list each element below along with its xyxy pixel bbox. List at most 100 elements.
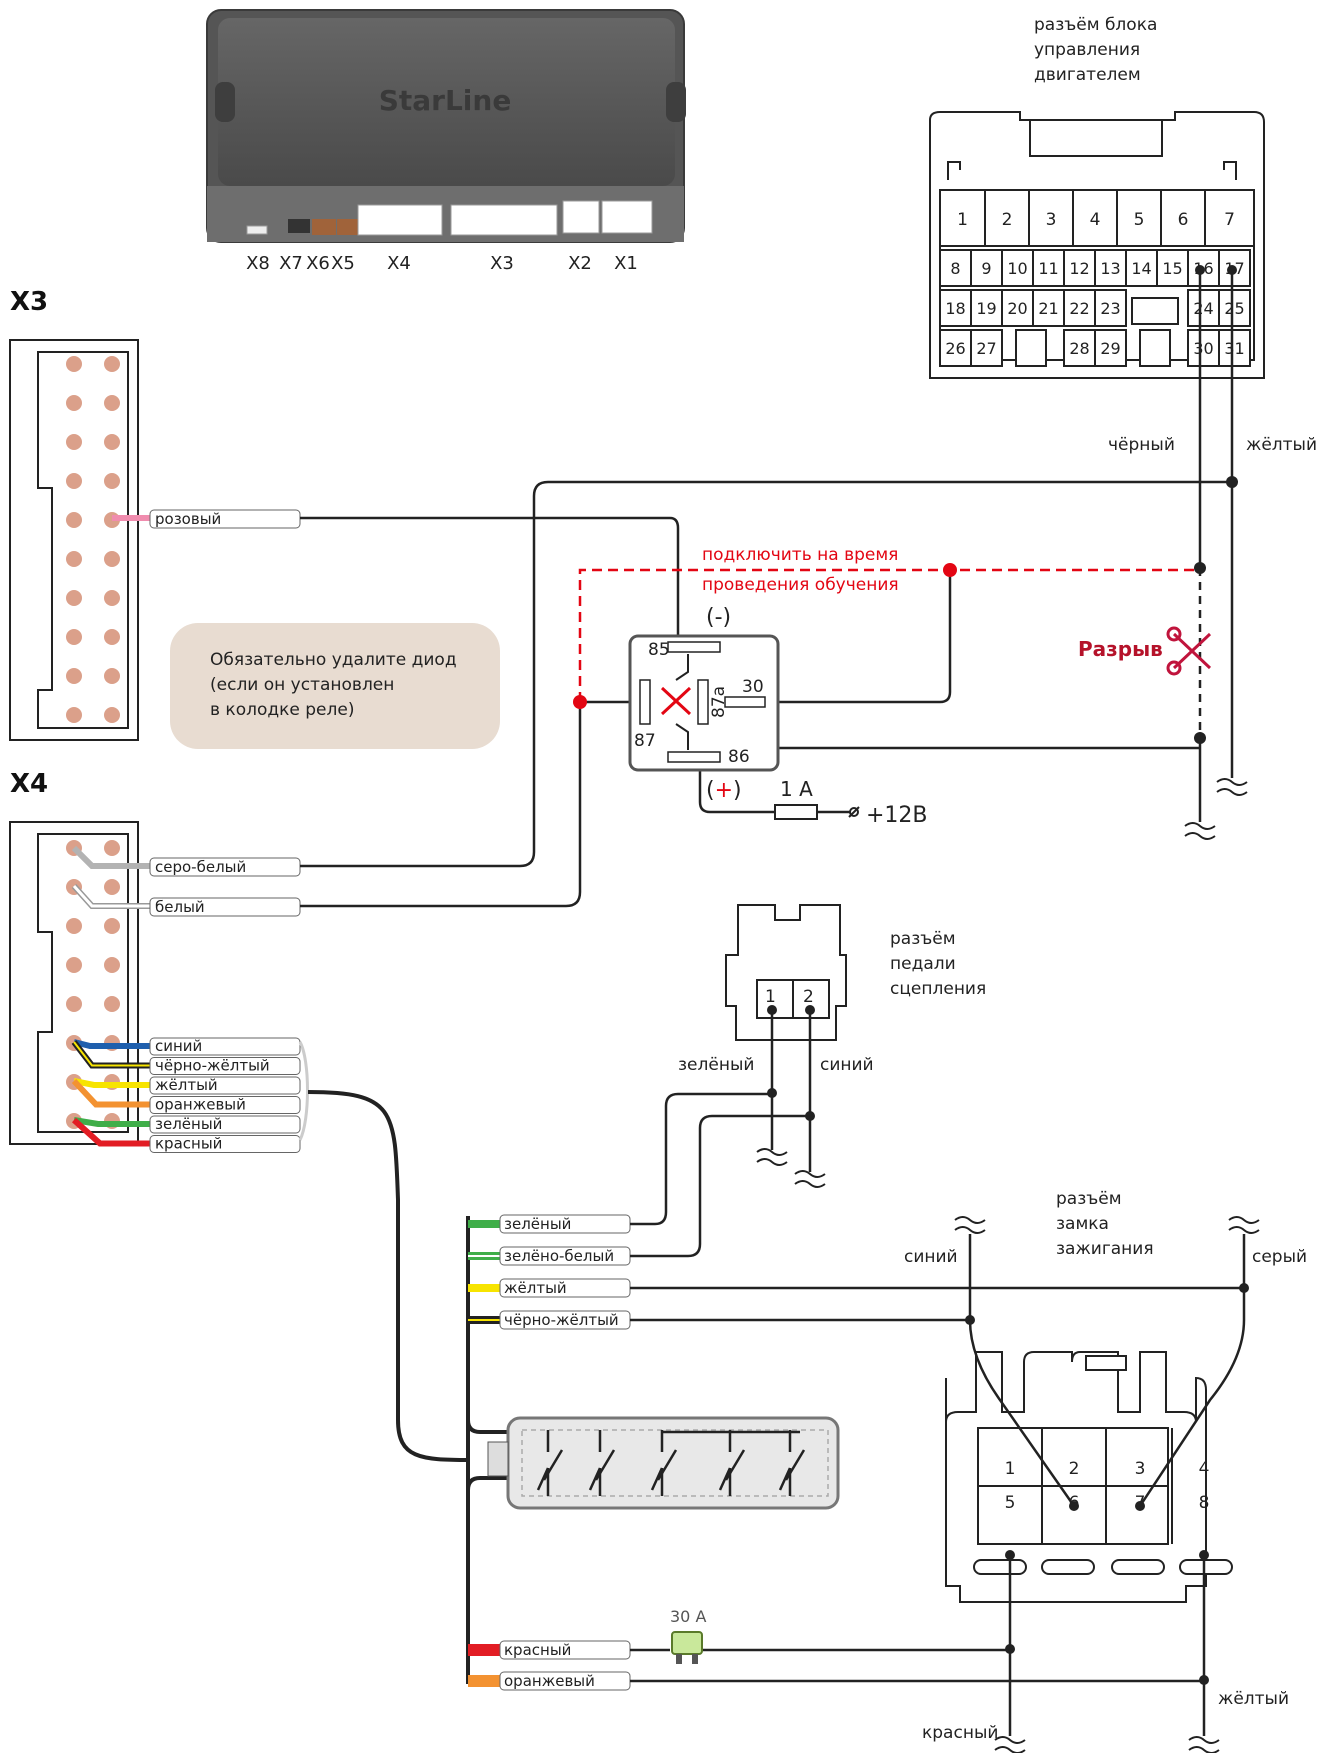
relay-in-label: жёлтый [504, 1279, 567, 1297]
x4-bundle-label: жёлтый [155, 1076, 218, 1094]
learn-note-line1: подключить на время [702, 545, 898, 565]
x4-pin [66, 918, 82, 934]
ecu-pin: 21 [1038, 299, 1058, 318]
x4-pin [104, 996, 120, 1012]
x3-pin [66, 434, 82, 450]
relay-plus-sign: + [715, 778, 733, 803]
x4-bundle-label: красный [155, 1135, 222, 1153]
relay-plus-close: ) [733, 778, 742, 803]
x3-pin [104, 434, 120, 450]
module-brand: StarLine [379, 84, 512, 117]
x3-pin [66, 395, 82, 411]
svg-text:(+): (+) [706, 778, 742, 803]
diode-note-line2: (если он установлен [210, 675, 394, 695]
x3-pin [104, 629, 120, 645]
diode-note-line1: Обязательно удалите диод [210, 650, 457, 670]
relay-pin-85: 85 [648, 640, 670, 660]
wire-label-pink: розовый [155, 510, 221, 528]
x3-pin [66, 590, 82, 606]
x4-pin [104, 879, 120, 895]
relay-pin-87a: 87a [709, 686, 729, 718]
ecu-pin: 26 [945, 339, 965, 358]
x4-pin [104, 957, 120, 973]
port-label-x8: X8 [246, 253, 270, 274]
x3-pin [104, 551, 120, 567]
port-label-x6: X6 [306, 253, 330, 274]
relay-fuse-label: 1 A [780, 777, 813, 801]
x4-pin [66, 957, 82, 973]
relay-minus: (-) [706, 605, 731, 630]
ecu-pin: 20 [1007, 299, 1027, 318]
port-label-x3: X3 [490, 253, 514, 274]
relay-pin-86: 86 [728, 747, 750, 767]
clutch-title-3: сцепления [890, 979, 986, 999]
clutch-wire-blue-label: синий [820, 1055, 874, 1075]
ign-title-1: разъём [1056, 1189, 1122, 1209]
clutch-title-2: педали [890, 954, 956, 974]
ecu-pin: 7 [1224, 210, 1235, 230]
clutch-connector: 1 2 разъём педали сцепления зелёный сини… [678, 904, 986, 1075]
ecu-pin: 10 [1007, 259, 1027, 278]
clutch-wire-green-label: зелёный [678, 1055, 754, 1075]
x3-pin [66, 356, 82, 372]
ecu-pin: 8 [950, 259, 960, 278]
ecu-pin: 27 [976, 339, 996, 358]
x4-pin [104, 840, 120, 856]
x4-bundle: синийчёрно-жёлтыйжёлтыйоранжевыйзелёныйк… [71, 1037, 309, 1153]
scissors-icon [1166, 626, 1212, 676]
x3-pin [66, 473, 82, 489]
ign-pin: 4 [1199, 1459, 1210, 1479]
ecu-pin: 30 [1193, 339, 1213, 358]
ecu-pin: 24 [1193, 299, 1213, 318]
ecu-pin: 29 [1100, 339, 1120, 358]
relay: 85 86 87 87a 30 (-) (+) 1 A +12В [628, 605, 928, 828]
wire-label-grey-white: серо-белый [155, 858, 246, 876]
relay-pin-30: 30 [742, 677, 764, 697]
port-label-x1: X1 [614, 253, 638, 274]
ecu-pin: 18 [945, 299, 965, 318]
x4-heading: X4 [10, 769, 48, 799]
x3-heading: X3 [10, 287, 48, 317]
ign-pin: 3 [1135, 1459, 1146, 1479]
x4-bundle-label: синий [155, 1037, 202, 1055]
ecu-pin: 19 [976, 299, 996, 318]
x3-pin [66, 668, 82, 684]
ecu-pin: 14 [1131, 259, 1151, 278]
ign-wire-grey-label: серый [1252, 1247, 1307, 1267]
relay-plus-open: ( [706, 778, 715, 803]
x4-pin [66, 996, 82, 1012]
clutch-title-1: разъём [890, 929, 956, 949]
fuse-30a-label: 30 A [670, 1607, 706, 1626]
ign-wire-blue-label: синий [904, 1247, 958, 1267]
power-orange-label: оранжевый [504, 1672, 595, 1690]
ecu-pin: 3 [1046, 210, 1057, 230]
x3-pin [104, 395, 120, 411]
ign-wire-yellow-label: жёлтый [1218, 1689, 1289, 1709]
ign-pin: 1 [1005, 1459, 1016, 1479]
ecu-wire-black-label: чёрный [1108, 435, 1175, 455]
diode-note: Обязательно удалите диод (если он устано… [170, 623, 500, 749]
x3-pin [66, 551, 82, 567]
x3-pin [66, 629, 82, 645]
ecu-pin: 6 [1178, 210, 1189, 230]
ecu-title-1: разъём блока [1034, 15, 1157, 35]
cut-label: Разрыв [1078, 637, 1163, 661]
ecu-wire-yellow-label: жёлтый [1246, 435, 1317, 455]
x3-pin [104, 668, 120, 684]
ecu-pin: 4 [1090, 210, 1101, 230]
x3-pin [104, 707, 120, 723]
diode-note-line3: в колодке реле) [210, 700, 354, 720]
x3-pin [104, 473, 120, 489]
supply-label: +12В [866, 803, 928, 828]
ecu-pin: 31 [1224, 339, 1244, 358]
ecu-pin: 13 [1100, 259, 1120, 278]
x4-bundle-label: зелёный [155, 1115, 222, 1133]
relay-in-label: зелёно-белый [504, 1247, 614, 1265]
clutch-pin-1: 1 [765, 987, 776, 1007]
